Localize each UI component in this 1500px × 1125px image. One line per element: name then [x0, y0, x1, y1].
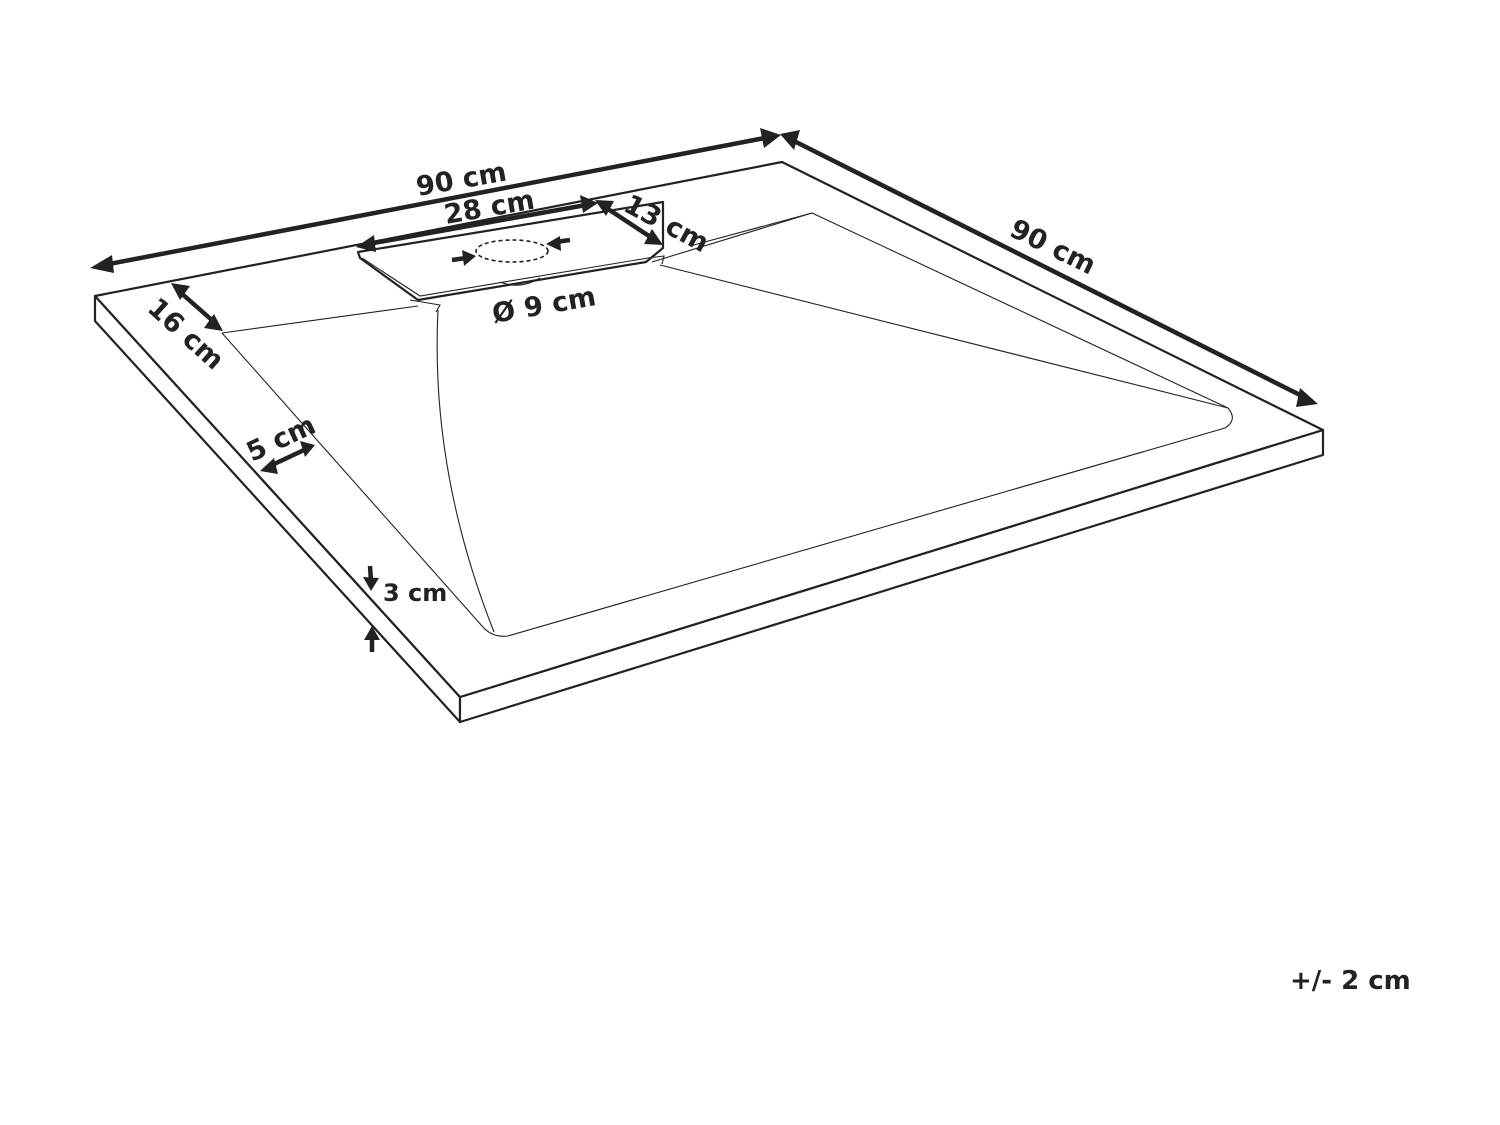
basin-center-line [659, 264, 1229, 409]
basin-center-curve-left [436, 309, 495, 633]
drain-channel-inner [361, 257, 649, 297]
dim-depth-right [780, 130, 1318, 407]
dim-channel-depth [595, 200, 663, 245]
drain-channel [356, 200, 665, 302]
dim-rim-offset [171, 283, 223, 331]
dim-width-top [90, 128, 781, 273]
dim-tray-height [363, 565, 380, 652]
basin-right-top [689, 212, 813, 247]
label-tray-height: 3 cm [383, 579, 447, 607]
basin-left-edge [221, 332, 1233, 637]
drain-hole [475, 239, 549, 263]
basin-left-slope [221, 305, 419, 334]
dim-channel-length [356, 195, 598, 252]
tray-top-surface [93, 160, 1325, 699]
drain-lip [409, 299, 441, 313]
dim-rim-width [260, 441, 315, 474]
drain-lip-right [647, 255, 665, 265]
dim-drain-diameter [451, 236, 571, 266]
drain-notch [499, 277, 541, 286]
tolerance-note: +/- 2 cm [1290, 966, 1411, 996]
